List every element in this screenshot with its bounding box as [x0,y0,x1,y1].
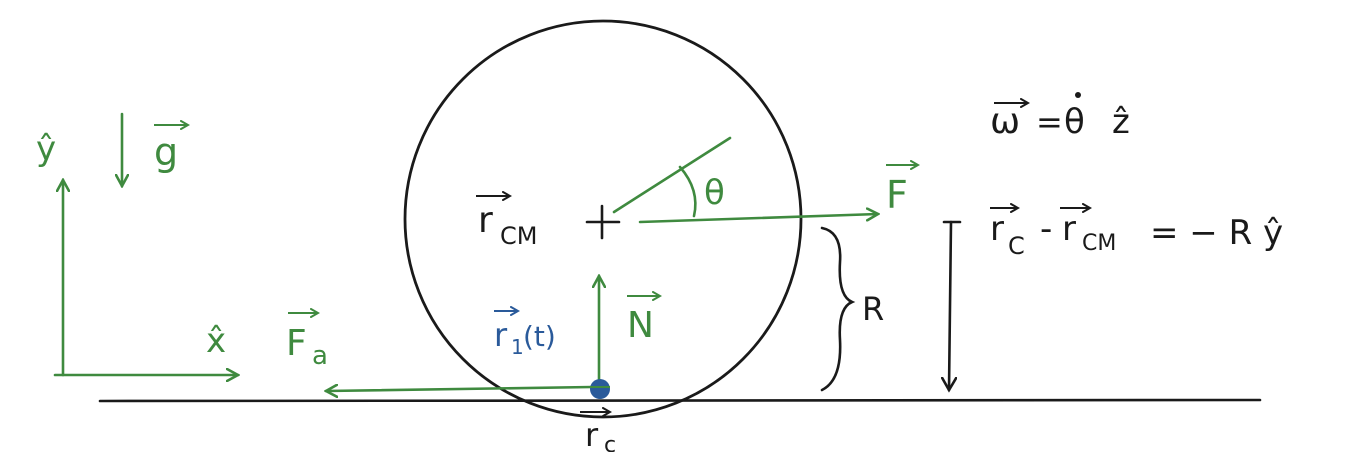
R-label: R [862,290,884,328]
omega-z-hat: ẑ [1112,102,1130,142]
friction-force-arrow [326,387,594,391]
radius-line [612,136,732,214]
rc-label: r [585,416,599,452]
y-hat-label: ŷ [36,129,56,169]
theta-dot-marker [1075,92,1081,98]
g-label: g [154,130,178,174]
F-label: F [886,173,908,217]
N-label: N [627,305,654,346]
r1-label: r [494,316,508,354]
r1-argument: (t) [523,320,556,353]
contact-point-dot [590,379,610,399]
omega-equals: = [1036,103,1063,141]
rcm-label: r [478,200,493,241]
omega-label: ω [990,101,1020,142]
eq-rhs: = − R ŷ [1150,213,1283,253]
eq-rcm-subscript: CM [1082,231,1116,256]
radius-brace [820,226,856,392]
eq-rcm-label: r [1062,209,1076,249]
center-of-mass-marker [585,204,621,240]
rc-subscript: c [604,433,616,452]
omega-theta: θ [1064,102,1085,142]
theta-label: θ [704,173,725,213]
displacement-arrow [949,220,951,390]
Fa-subscript: a [312,341,328,371]
eq-rc-subscript: C [1008,232,1025,260]
r1-subscript: 1 [511,335,524,359]
disk [403,19,803,419]
Fa-label: F [286,323,307,364]
rcm-subscript: CM [500,222,537,250]
eq-minus: - [1040,209,1052,249]
theta-arc [678,165,697,218]
x-hat-label: x̂ [206,321,226,361]
force-F-arrow [638,214,878,224]
eq-rc-label: r [990,209,1004,249]
